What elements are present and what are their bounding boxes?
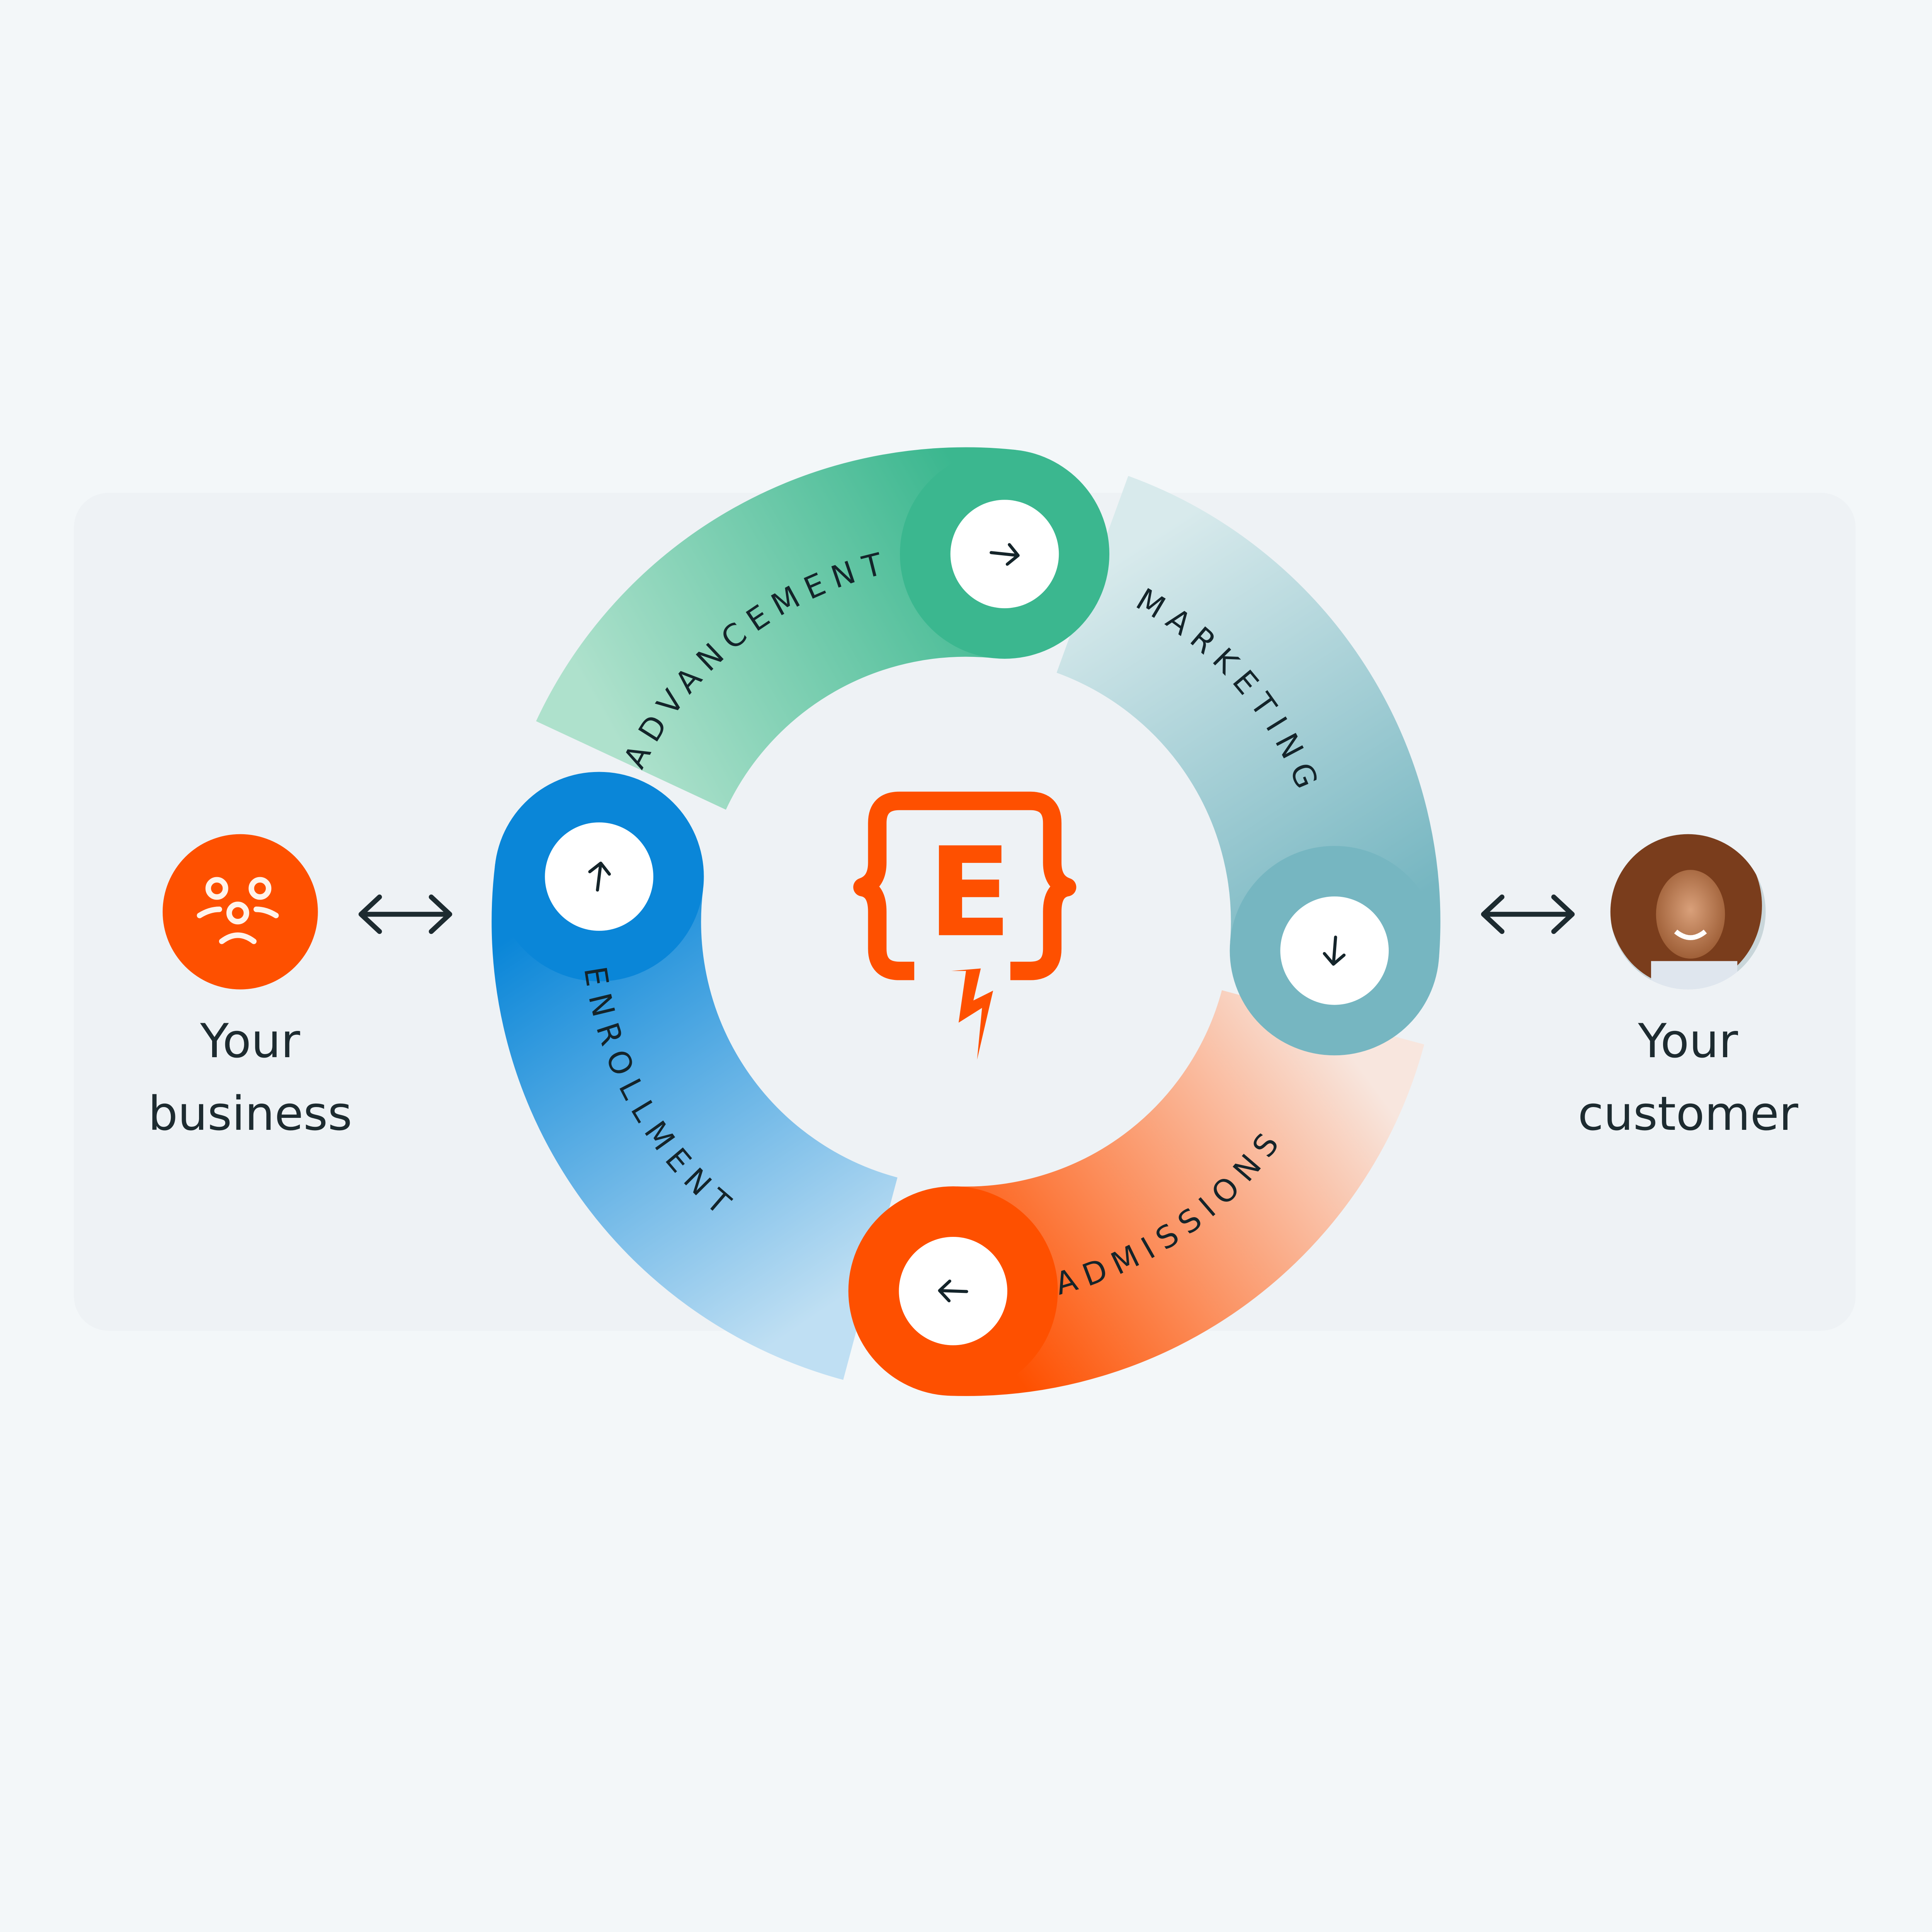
arrow-right-icon [990, 543, 1020, 566]
step-arrow-button[interactable] [950, 500, 1059, 609]
step-arrow-button[interactable] [545, 822, 653, 931]
sad-faces-glyph [197, 877, 279, 944]
logo-letter: E [928, 821, 1012, 964]
double-arrow-icon-left [358, 895, 452, 934]
your-customer-node: Your customer [1578, 834, 1798, 1141]
your-customer-line2: customer [1578, 1087, 1798, 1141]
background-panel [74, 493, 1856, 1331]
your-customer-line1: Your [1638, 1014, 1738, 1068]
step-arrow-button[interactable] [899, 1236, 1007, 1345]
arrow-down-icon [1323, 935, 1346, 966]
step-arrow-button[interactable] [1280, 896, 1389, 1005]
your-business-line2: business [148, 1087, 352, 1141]
your-business-node: Your business [148, 834, 352, 1141]
your-business-line1: Your [200, 1014, 300, 1068]
customer-photo-avatar [1610, 834, 1766, 990]
arrow-left-icon [938, 1279, 968, 1303]
braces-lightning-logo [853, 791, 1077, 1060]
sad-faces-icon [162, 834, 318, 990]
arrow-up-icon [588, 861, 611, 892]
double-arrow-icon-right [1481, 895, 1575, 934]
